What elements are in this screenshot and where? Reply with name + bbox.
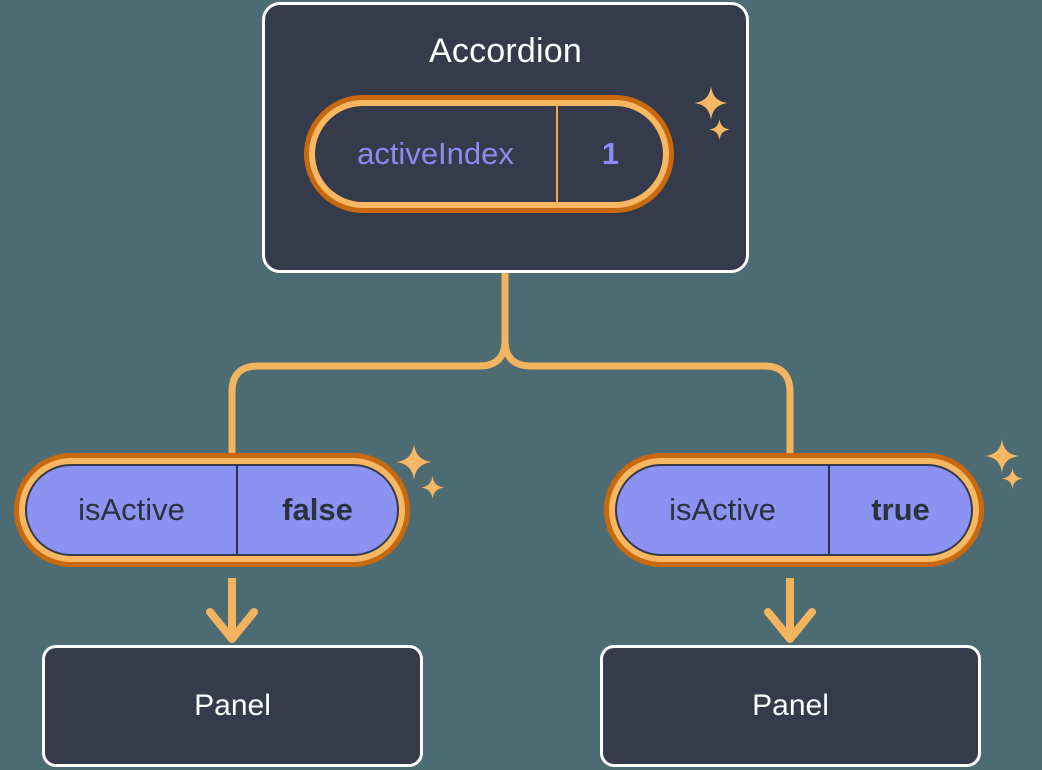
sparkle-icon	[1002, 468, 1023, 489]
sparkle-icon	[985, 439, 1019, 473]
prop-pill-isactive-left[interactable]: isActive false	[14, 453, 410, 567]
prop-key: isActive	[78, 492, 185, 527]
connector-accordion-to-right	[501, 269, 794, 459]
panel-title: Panel	[194, 689, 271, 722]
pill-outer-ring: isActive true	[604, 453, 984, 567]
pill-outer-ring: isActive false	[14, 453, 410, 567]
prop-pill-activeindex[interactable]: activeIndex 1	[304, 95, 674, 213]
accordion-title: Accordion	[429, 32, 582, 70]
prop-value: false	[282, 492, 353, 527]
prop-key: isActive	[669, 492, 776, 527]
pill-body: activeIndex 1	[315, 106, 663, 202]
pill-body: isActive false	[25, 464, 399, 556]
pill-divider	[828, 466, 830, 554]
panel-title: Panel	[752, 689, 829, 722]
pill-body: isActive true	[615, 464, 973, 556]
prop-value: true	[871, 492, 930, 527]
pill-divider	[236, 466, 238, 554]
arrow-left-head	[206, 608, 258, 643]
sparkle-icon	[709, 119, 730, 140]
pill-inner-ring: isActive false	[19, 458, 405, 562]
pill-inner-ring: isActive true	[609, 458, 979, 562]
prop-value: 1	[601, 136, 620, 171]
prop-pill-isactive-right[interactable]: isActive true	[604, 453, 984, 567]
panel-node-right[interactable]: Panel	[600, 645, 981, 767]
pill-divider	[556, 106, 558, 202]
sparkle-icon	[396, 444, 432, 480]
arrow-right-head	[764, 608, 816, 643]
prop-key: activeIndex	[357, 136, 514, 171]
panel-node-left[interactable]: Panel	[42, 645, 423, 767]
sparkle-icon	[694, 86, 728, 120]
pill-inner-ring: activeIndex 1	[309, 100, 669, 208]
sparkle-icon	[421, 476, 444, 499]
pill-outer-ring: activeIndex 1	[304, 95, 674, 213]
connector-accordion-to-left	[228, 269, 509, 459]
